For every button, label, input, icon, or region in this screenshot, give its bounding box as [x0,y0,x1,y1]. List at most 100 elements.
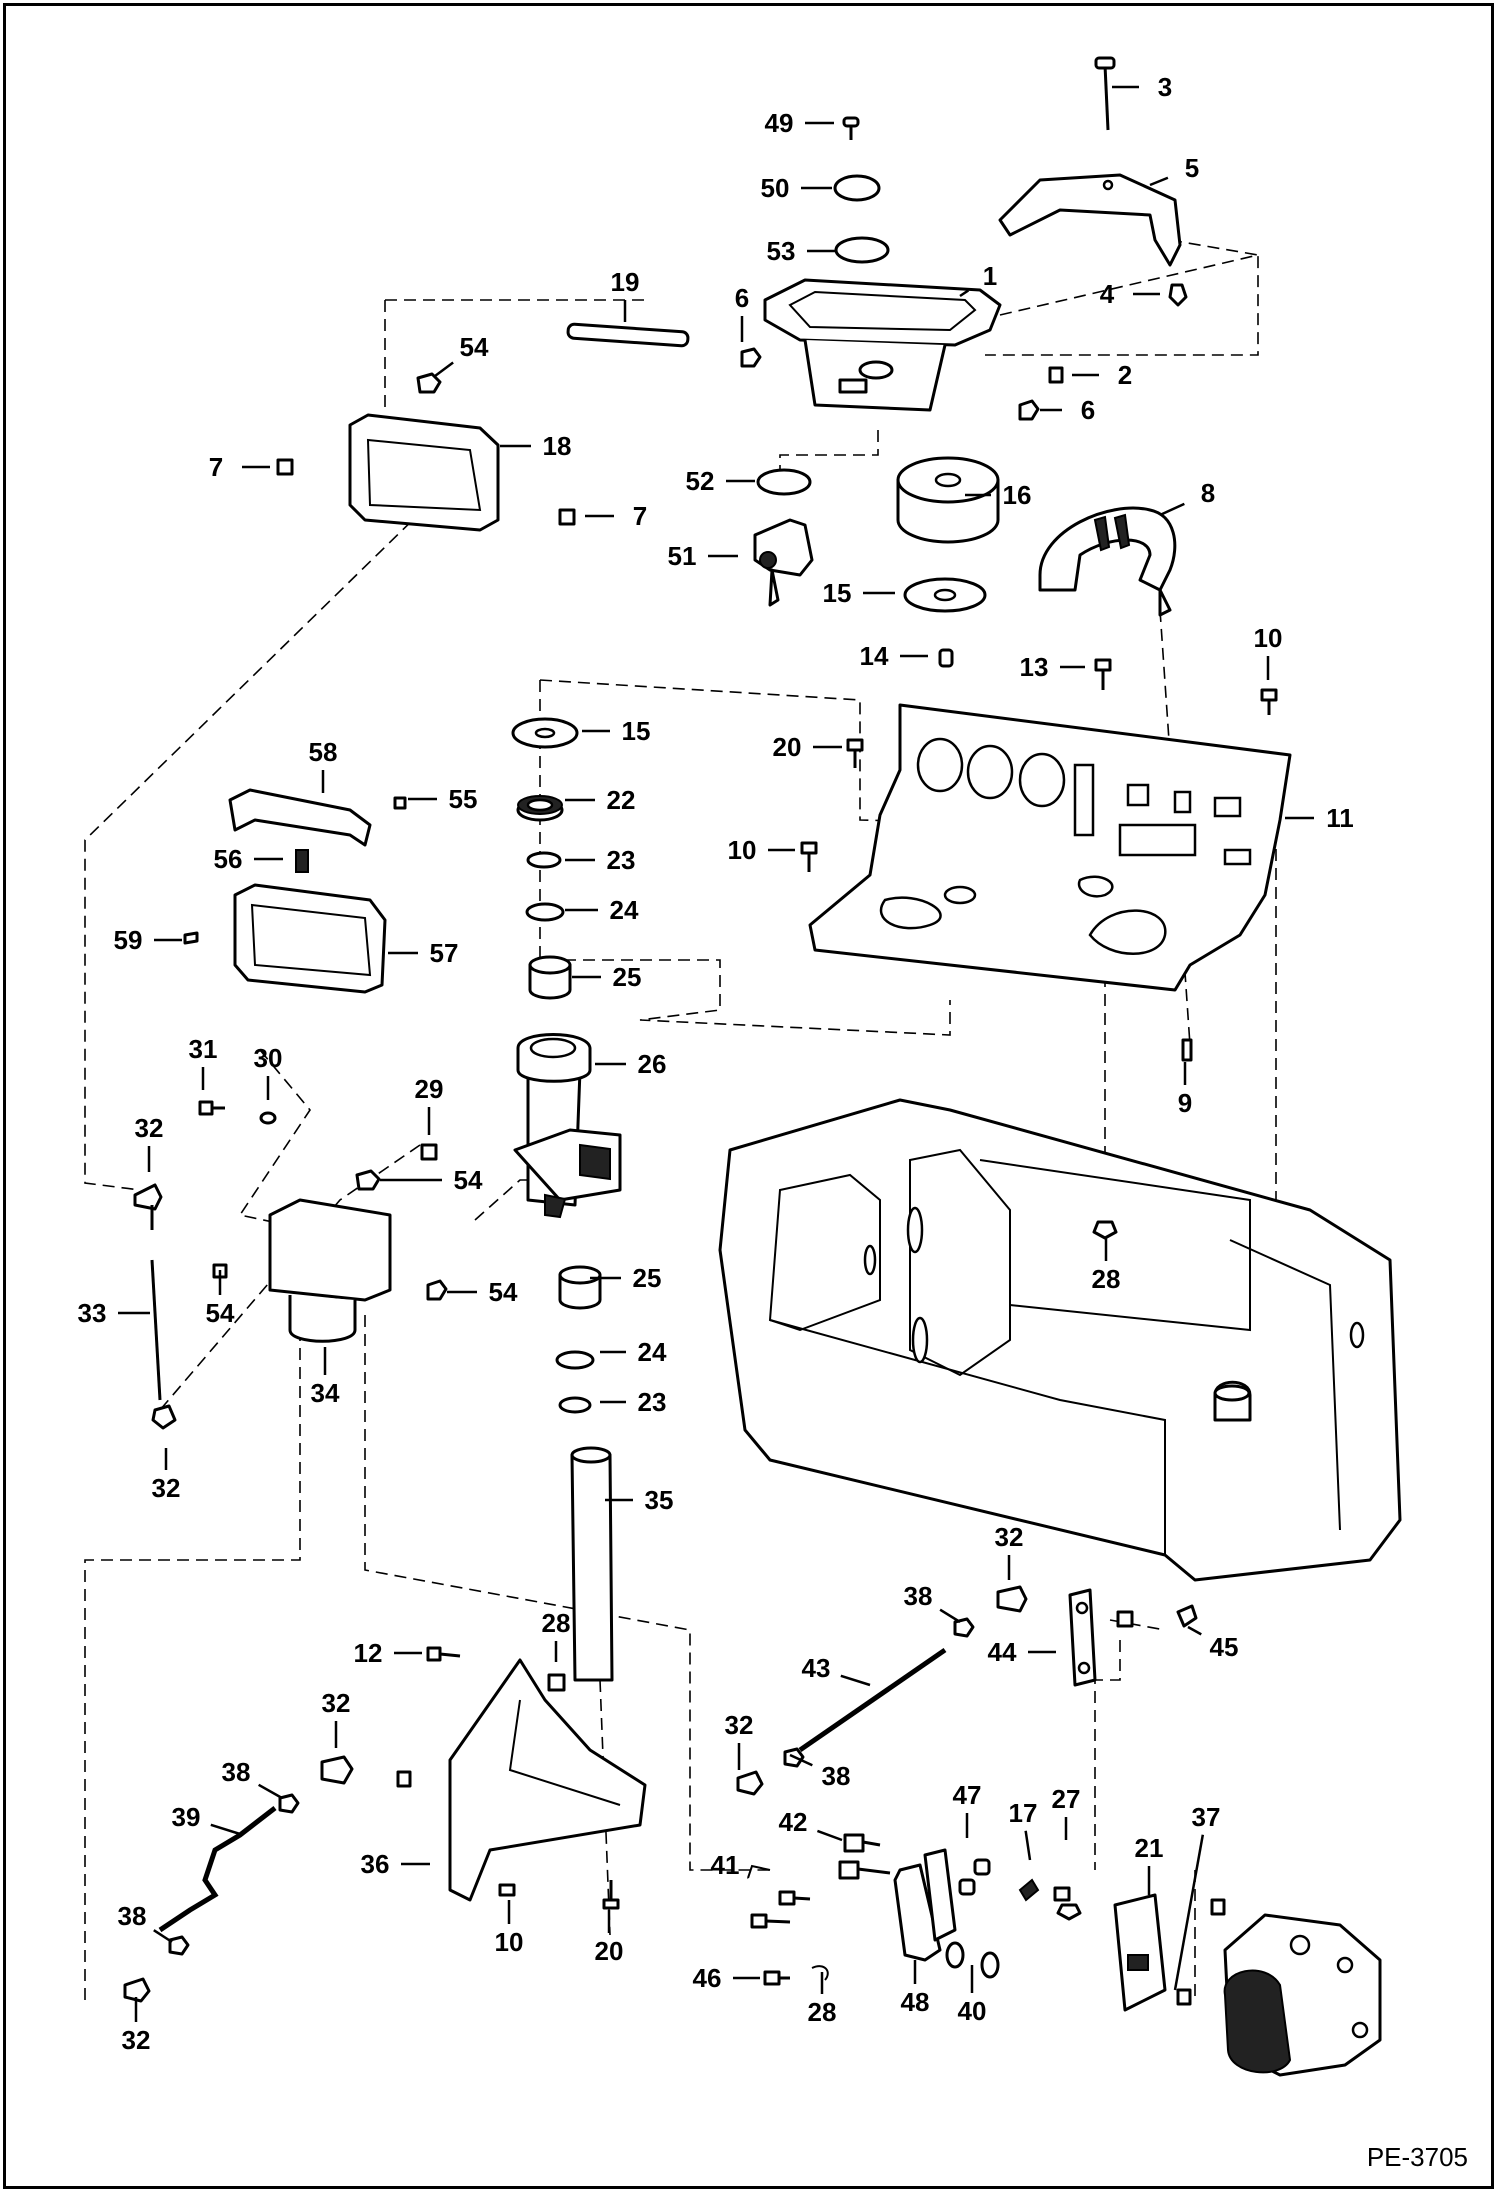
callout-number: 24 [638,1337,667,1367]
callout-c40: 40 [958,1965,986,2026]
bolt-10a [1260,688,1278,715]
bushing-16 [896,456,1000,544]
callout-number: 17 [1009,1798,1038,1828]
housing-1 [763,278,1002,412]
callout-number: 34 [311,1378,340,1408]
callout-leader [1024,1830,1032,1861]
ring-24b [555,1350,595,1370]
callout-c23b: 23 [600,1387,666,1417]
washer-15b [511,717,579,749]
callout-number: 38 [904,1581,933,1611]
callout-c42: 42 [779,1807,843,1842]
bracket-34 [268,1198,392,1343]
bolt-42 [838,1833,891,1880]
callout-c32c: 32 [995,1522,1023,1580]
rod-end-32c [996,1585,1028,1613]
nut-27 [1053,1886,1082,1921]
callout-c15a: 15 [823,578,895,608]
callout-c41: 41 [711,1850,749,1880]
screw-2 [1048,366,1064,384]
callout-number: 32 [152,1473,181,1503]
rod-end-32f [123,1977,151,2003]
callout-number: 50 [761,173,790,203]
rod-33 [150,1259,162,1401]
pin-14 [938,648,954,668]
callout-number: 26 [638,1049,667,1079]
frame-57 [233,883,387,994]
screw-12 [426,1646,461,1662]
callout-c32b: 32 [152,1448,181,1503]
rod-end-32b [151,1404,177,1430]
callout-number: 31 [189,1034,218,1064]
callout-number: 42 [779,1807,808,1837]
callout-leader [939,1608,961,1624]
callout-c4: 4 [1100,279,1160,309]
callout-c52: 52 [686,466,755,496]
callout-number: 48 [901,1987,930,2017]
bushing-25a [528,955,572,1000]
clip-45 [1176,1604,1198,1628]
callout-c39: 39 [172,1802,241,1836]
nut-6a [740,347,762,368]
callout-c51: 51 [668,541,738,571]
bolt-3 [1094,56,1116,131]
rod-end-32a [133,1183,163,1230]
callout-number: 35 [645,1485,674,1515]
callout-c46: 46 [693,1963,760,1993]
callout-number: 32 [725,1710,754,1740]
callout-c50: 50 [761,173,832,203]
callout-number: 39 [172,1802,201,1832]
washer-50 [833,174,881,202]
washers-40 [945,1941,1000,1979]
callout-number: 33 [78,1298,107,1328]
washer-15a [903,577,987,613]
bushing-25b [558,1265,602,1310]
callout-c15b: 15 [582,716,650,746]
callout-c10a: 10 [1254,623,1282,680]
callout-c8: 8 [1159,478,1215,517]
callout-number: 54 [460,332,489,362]
callout-number: 23 [638,1387,667,1417]
callout-number: 28 [542,1608,571,1638]
lever-51 [753,518,814,607]
bracket-58 [228,788,372,847]
callout-c59: 59 [114,925,182,955]
shaft-35 [570,1446,614,1682]
screw-7a [276,458,294,476]
nut-54d [426,1279,448,1301]
callout-c58: 58 [309,737,337,793]
panel-11 [808,703,1292,992]
bracket-36 [448,1658,647,1902]
callout-c18: 18 [500,431,571,461]
callout-number: 32 [322,1688,351,1718]
callout-number: 36 [361,1849,390,1879]
hydraulic-pump [1223,1913,1382,2077]
callout-c30: 30 [254,1043,282,1100]
callout-c20a: 20 [773,732,842,762]
callout-c37: 37 [1173,1802,1220,1991]
callout-c12: 12 [354,1638,422,1668]
callout-c6a: 6 [735,283,749,342]
callout-number: 15 [823,578,852,608]
screw-31 [198,1100,225,1116]
callout-number: 25 [613,962,642,992]
callout-c24b: 24 [600,1337,667,1367]
drawing-border [3,3,1494,2189]
callout-c25b: 25 [590,1263,661,1293]
callout-number: 38 [822,1761,851,1791]
callout-number: 14 [860,641,889,671]
chassis-frame [718,1098,1402,1582]
callout-labels: 1234566778910101011121314151516171819202… [78,72,1354,2055]
callout-c9: 9 [1178,1062,1192,1118]
ring-24a [525,902,565,922]
callout-c38c: 38 [222,1757,283,1800]
callout-c36: 36 [361,1849,430,1879]
callout-number: 11 [1326,803,1354,833]
callout-number: 12 [354,1638,383,1668]
callout-number: 44 [988,1637,1017,1667]
screw-46 [763,1970,790,1986]
screw-9 [1181,1038,1193,1062]
callout-c54a: 54 [434,332,489,378]
callout-c38b: 38 [789,1753,851,1791]
callout-number: 9 [1178,1088,1192,1118]
